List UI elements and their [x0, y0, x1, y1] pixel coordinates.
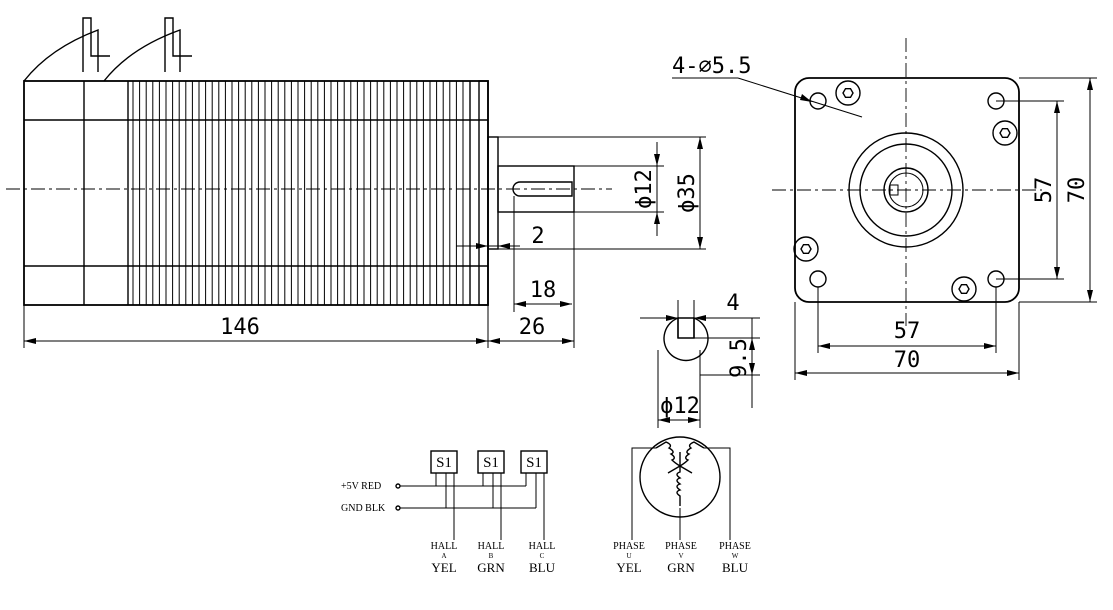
hall-output-a: HALL A YEL [431, 541, 458, 575]
dim-key-length: 18 [530, 278, 557, 303]
svg-text:YEL: YEL [431, 560, 456, 575]
dim-length: 146 [220, 315, 260, 340]
dim-step: 2 [531, 224, 544, 249]
phase-output-w: PHASE W BLU [719, 541, 751, 575]
svg-text:YEL: YEL [616, 560, 641, 575]
cable-gland-right [103, 29, 181, 82]
front-flange [794, 77, 1020, 303]
svg-text:A: A [441, 552, 446, 560]
dim-shaft-dia: ϕ12 [632, 169, 657, 209]
dim-boss-dia: ϕ35 [675, 173, 700, 213]
dim-key-depth: 9.5 [727, 338, 752, 378]
ground-label: GND BLK [341, 503, 386, 514]
cable-gland-left [23, 28, 99, 82]
svg-text:PHASE: PHASE [719, 541, 751, 552]
shaft-profile [663, 316, 709, 362]
motor-body [23, 80, 489, 306]
hall-sensor-b: S1 [477, 450, 505, 540]
dim-section-dia: ϕ12 [660, 394, 700, 419]
screw-head [793, 236, 819, 262]
svg-text:C: C [540, 552, 545, 560]
svg-text:HALL: HALL [431, 541, 458, 552]
svg-text:BLU: BLU [722, 560, 749, 575]
screw-head [835, 80, 861, 106]
phase-output-v: PHASE V GRN [665, 541, 697, 575]
svg-text:HALL: HALL [478, 541, 505, 552]
phase-output-u: PHASE U YEL [613, 541, 645, 575]
boss-outer [848, 132, 964, 248]
pilot-boss [487, 136, 499, 250]
mount-hole-bl [809, 270, 827, 288]
phase-wiring: PHASE U YEL PHASE V GRN PHASE W BLU [613, 436, 751, 575]
svg-text:W: W [732, 552, 739, 560]
screw-head [992, 120, 1018, 146]
power-label: +5V RED [341, 481, 381, 492]
svg-text:GRN: GRN [667, 560, 695, 575]
winding-u [655, 441, 681, 467]
svg-text:B: B [489, 552, 494, 560]
svg-text:BLU: BLU [529, 560, 556, 575]
svg-text:HALL: HALL [529, 541, 556, 552]
cooling-fins [132, 81, 464, 305]
keyway-slot [512, 181, 573, 197]
mount-flange [478, 80, 489, 306]
svg-text:S1: S1 [483, 455, 499, 471]
hall-sensor-a: S1 [430, 450, 458, 540]
svg-text:S1: S1 [436, 455, 452, 471]
winding-w [679, 441, 705, 467]
shaft-end [883, 167, 929, 213]
hall-output-b: HALL B GRN [477, 541, 505, 575]
dim-hole-spacing-v: 57 [1032, 177, 1057, 204]
svg-text:V: V [678, 552, 683, 560]
screw-head [951, 276, 977, 302]
winding-v [676, 466, 682, 506]
dim-flange-v: 70 [1065, 177, 1090, 204]
shaft-section: 4 9.5 ϕ12 [640, 291, 760, 428]
hole-callout: 4-∅5.5 [672, 54, 751, 79]
side-view: 146 26 18 2 ϕ12 ϕ35 [6, 17, 706, 348]
svg-text:PHASE: PHASE [613, 541, 645, 552]
hall-sensor-c: S1 [520, 450, 548, 540]
dim-flange-h: 70 [894, 348, 921, 373]
hall-output-c: HALL C BLU [529, 541, 556, 575]
svg-text:PHASE: PHASE [665, 541, 697, 552]
svg-text:GRN: GRN [477, 560, 505, 575]
svg-text:S1: S1 [526, 455, 542, 471]
dim-shaft-length: 26 [519, 315, 546, 340]
dim-key-width: 4 [726, 291, 739, 316]
hall-wiring: +5V RED GND BLK S1 S1 S1 HALL [341, 450, 556, 575]
svg-text:U: U [626, 552, 631, 560]
front-view: 4-∅5.5 57 70 57 70 [672, 38, 1097, 380]
dim-hole-spacing-h: 57 [894, 319, 921, 344]
